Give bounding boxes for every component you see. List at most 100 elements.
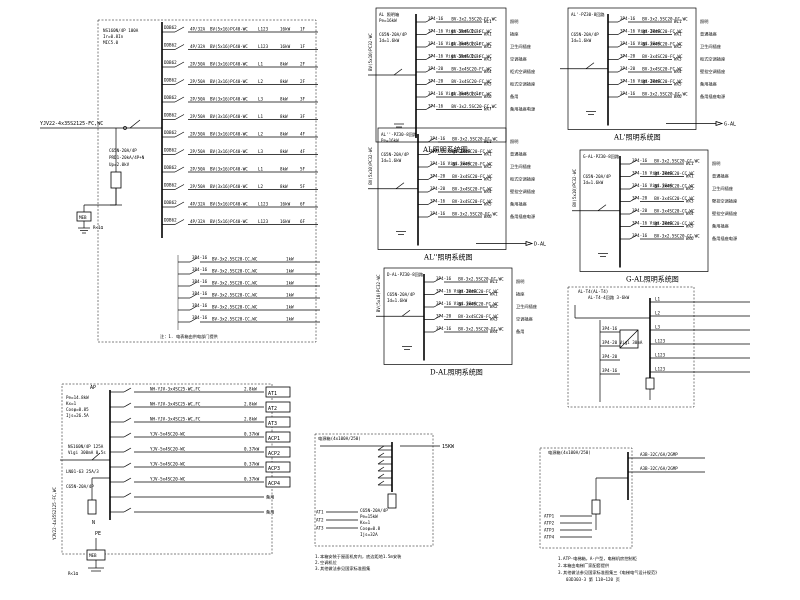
ap-spare-label: 备用 — [266, 494, 274, 501]
main-row-cable: BV(5x16)PC40-WC — [210, 27, 248, 32]
ap-pe-label: PE — [95, 531, 101, 537]
main-row-phase: L3 — [258, 97, 264, 102]
main-row-floor: 4F — [300, 132, 306, 137]
main-row-load: 8kW — [280, 79, 288, 84]
circuit-cable: BV-3x4SC20-FC,WC — [452, 187, 493, 192]
circuit-cable: BV-3x4SC20-CC,WC — [654, 171, 695, 176]
main-row-phase: L123 — [258, 27, 269, 32]
circuit-use: 备用 — [516, 328, 524, 335]
ctr-load: 15KW — [442, 444, 455, 450]
ap-row-tag: AT2 — [268, 406, 277, 412]
main-row-load: 16kW — [280, 44, 291, 49]
ap-row-load: 0.37kW — [244, 432, 260, 437]
ap-row-cable: YJV-5x4SC20-WC — [150, 432, 186, 437]
main-row-spec: 4P/32A — [190, 219, 206, 224]
circuit-use: 壁挂空调插座 — [712, 210, 737, 217]
main-row-cable: BV(3x16)PC40-WC — [210, 97, 248, 102]
circuit-cable: BV-3x2.5SC20-FC,WC — [451, 104, 497, 109]
at-circuit-cb: 3P4-16 — [602, 368, 618, 373]
ctr-kx: Kx=1 — [360, 520, 371, 525]
circuit-use: 普通插座 — [700, 31, 717, 38]
main-small-cable: BV-3x2.5SC20-CC,WC — [212, 281, 258, 286]
panel-main-id: Id=1.6kW — [387, 298, 408, 303]
circuit-tag: WX5 — [674, 82, 682, 87]
right-note-3: 3.其他做法参见国家标准图集三《电梯电气设计规范》 — [558, 569, 659, 576]
circuit-cable: BV-3x2.5SC20-FC,WC — [451, 17, 497, 22]
panel-feeder: BV(5x10)PC32-WC — [368, 33, 373, 71]
ap-row-load: 2.8kW — [244, 402, 257, 407]
main-row-cb: DDB62 — [164, 95, 177, 100]
circuit-use: 卫生间插座 — [516, 303, 537, 310]
ctr-pe: Pe=15kW — [360, 514, 378, 519]
ap-row-load: 2.8kW — [244, 417, 257, 422]
main-small-cb: 3P4-16 — [192, 303, 208, 308]
panel-main-cb: C65N-20A/4P — [387, 292, 415, 297]
main-row-phase: L1 — [258, 114, 264, 119]
main-row-load: 16kW — [280, 27, 291, 32]
circuit-cable: BV-3x4SC20-FC,WC — [451, 54, 492, 59]
at-line-label: L1 — [655, 297, 661, 302]
circuit-tag: WX2 — [484, 44, 492, 49]
main-small-cb: 3P4-16 — [192, 255, 208, 260]
circuit-use: 备用插座 — [700, 81, 717, 88]
ap-spd: C65N-20A/4P — [66, 484, 94, 489]
circuit-tag: WX4 — [686, 211, 694, 216]
main-row-spec: 4P/32A — [190, 27, 206, 32]
circuit-use: 卫生间插座 — [700, 43, 721, 50]
circuit-cb: 3P4-20 — [632, 196, 648, 201]
main-row-spec: 2P/50A — [190, 132, 206, 137]
main-ground-rating: R<1Ω — [93, 225, 104, 230]
right-power-panel: 电源箱(4x100A/250) A3B-32C/6A/2GMP A3B-32C/… — [539, 447, 705, 583]
main-breaker-ir: Ir=0.8In — [103, 34, 124, 39]
circuit-cb: 3P4-16 — [620, 91, 636, 96]
circuit-use: 备用插座 — [510, 201, 527, 208]
circuit-cb: 3P4-16 Vigi 30mA 0.1s — [428, 54, 481, 59]
main-row-cb: DDB62 — [164, 148, 177, 153]
ap-row-tag: ACP4 — [268, 481, 280, 487]
circuit-cb: 3P4-16 Vigi 30mA — [620, 79, 661, 84]
main-row-load: 8kW — [280, 132, 288, 137]
panel-caption: G-AL照明系统图 — [626, 275, 679, 284]
main-row-cable: BV(5x16)PC40-WC — [210, 44, 248, 49]
main-small-cable: BV-3x2.5SC20-CC,WC — [212, 257, 258, 262]
circuit-cable: BV-3x4SC20-FC,WC — [642, 42, 683, 47]
ctr-note-1: 1.本箱安装于屋面机房内，底边距地1.5m安装 — [315, 553, 402, 560]
panel-tail: G-AL — [724, 122, 736, 128]
main-row-load: 8kW — [280, 62, 288, 67]
main-row-floor: 2F — [300, 79, 306, 84]
circuit-cable: BV-3x4SC20-FC,WC — [452, 174, 493, 179]
circuit-cable: BV-3x4SC20-FC,WC — [452, 199, 493, 204]
circuit-cb: 3P4-20 — [620, 66, 636, 71]
main-row-phase: L123 — [258, 44, 269, 49]
ap-row-tag: ACP1 — [268, 436, 280, 442]
circuit-tag: WX4 — [674, 69, 682, 74]
at-circuit-cb: 3P4-16 — [602, 326, 618, 331]
circuit-tag: WX1 — [484, 152, 492, 157]
circuit-cb: 3P4-16 Vigi 30mA — [620, 41, 661, 46]
main-small-cable: BV-3x2.5SC20-CC,WC — [212, 305, 258, 310]
panel-feeder: BV(5x10)PC32-WC — [572, 168, 577, 206]
d-al-panel: D-AL-PZ30-8回路C65N-20A/4PId=1.6kWBV(5x10)… — [376, 267, 537, 377]
circuit-use: 柜式空调插座 — [510, 68, 535, 75]
ap-param-ijs: Ijs=26.5A — [66, 413, 89, 418]
circuit-tag: WX4 — [484, 69, 492, 74]
main-row-phase: L1 — [258, 62, 264, 67]
circuit-cable: BV-3x2.5SC20-FC,WC — [458, 327, 504, 332]
right-output-tag: ATP2 — [544, 521, 555, 526]
ap-breaker-vigi: Vigi 300mA 0.5s — [68, 450, 106, 455]
circuit-cable: BV-3x2.5SC20-FC,WC — [452, 137, 498, 142]
panel-feeder: BV(5x10)PC32-WC — [376, 274, 381, 312]
ap-feeder: YJV22-4x35S2125-FC,WC — [52, 487, 57, 540]
main-row-cb: DDB62 — [164, 43, 177, 48]
main-row-phase: L2 — [258, 79, 264, 84]
ap-row-tag: ACP2 — [268, 451, 280, 457]
circuit-use: 备用插座电源 — [712, 235, 738, 242]
circuit-cable: BV-3x2.5SC20-FC,WC — [458, 277, 504, 282]
circuit-cb: 3P4-20 — [436, 314, 452, 319]
circuit-cable: BV-3x4SC20-FC,WC — [451, 67, 492, 72]
main-small-load: 1kW — [286, 269, 294, 274]
main-row-spec: 2P/50A — [190, 149, 206, 154]
main-row-floor: 3F — [300, 114, 306, 119]
circuit-cable: BV-3x4SC20-FC,WC — [458, 314, 499, 319]
circuit-tag: WX6 — [484, 94, 492, 99]
